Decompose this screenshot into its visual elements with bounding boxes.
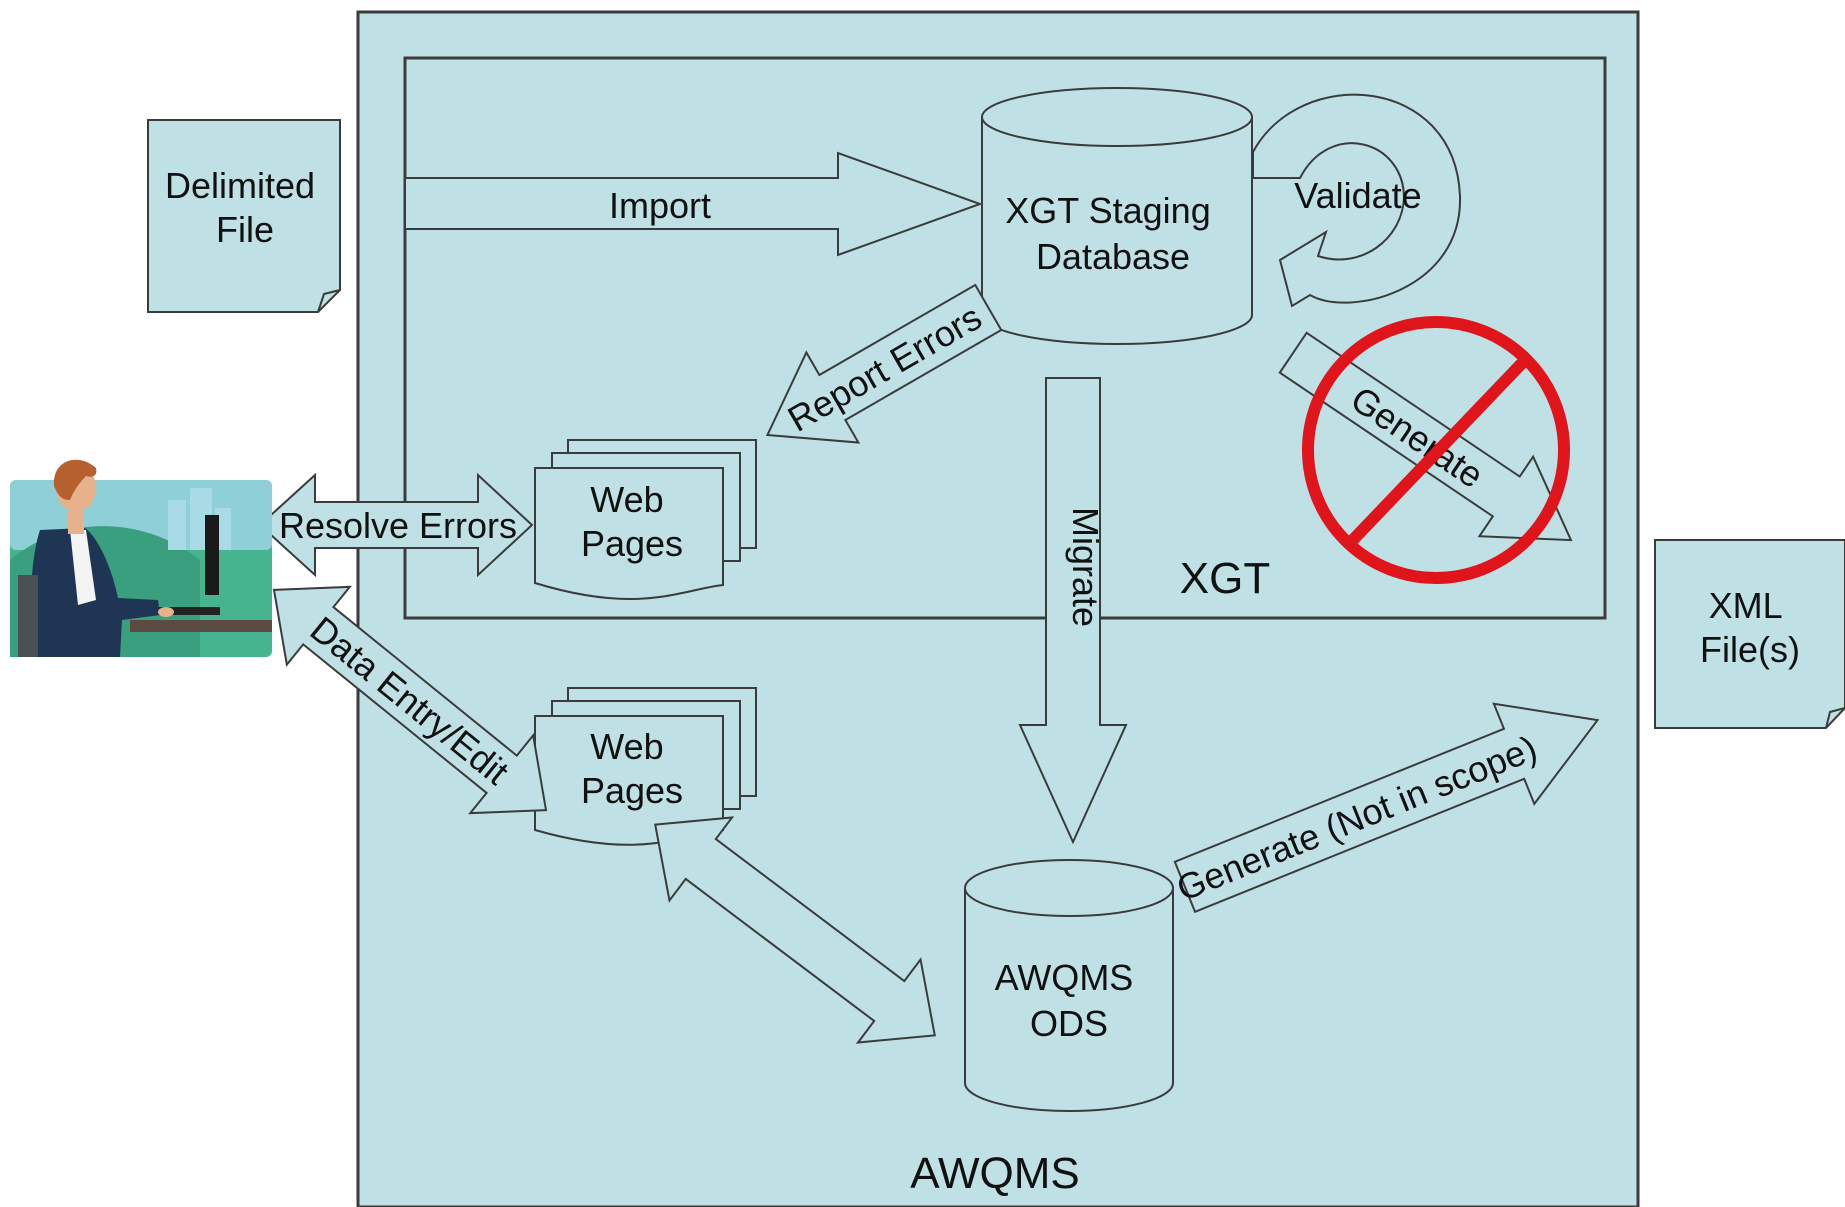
ods-label-line1: AWQMS [995,957,1134,998]
svg-text:Web Pages: Web Pages [581,479,683,564]
import-arrow: Import [404,151,983,257]
web-pages-top: Web Pages [534,439,757,600]
awqms-ods-database: AWQMS ODS [964,859,1174,1112]
web-pages-bottom: Web Pages [534,687,757,846]
svg-text:XGT Staging Database: XGT Staging Database [1005,190,1220,277]
svg-text:Delimited File: Delimited File [165,165,325,250]
import-label: Import [609,185,711,226]
web-pages-bottom-label-line1: Web [590,726,663,767]
migrate-label: Migrate [1065,507,1106,627]
xgt-label: XGT [1180,554,1270,603]
awqms-label: AWQMS [910,1149,1079,1198]
staging-db-label-line2: Database [1036,236,1190,277]
svg-text:AWQMS ODS: AWQMS ODS [995,957,1144,1044]
ods-label-line2: ODS [1030,1003,1108,1044]
web-pages-top-label-line1: Web [590,479,663,520]
validate-loop-arrow: Validate [1252,93,1462,308]
delimited-file-document: Delimited File [147,119,341,313]
web-pages-top-label-line2: Pages [581,523,683,564]
person-at-computer-icon [10,459,272,657]
web-pages-bottom-label-line2: Pages [581,770,683,811]
resolve-errors-label: Resolve Errors [279,505,517,546]
web-pages-ods-arrow [654,816,936,1044]
xgt-staging-database: XGT Staging Database [981,87,1253,345]
delimited-file-label-line1: Delimited [165,165,315,206]
resolve-errors-arrow: Resolve Errors [258,472,534,578]
staging-db-label-line1: XGT Staging [1005,190,1210,231]
xml-files-document: XML File(s) [1654,539,1845,729]
delimited-file-label-line2: File [216,209,274,250]
validate-label: Validate [1294,175,1421,216]
prohibited-icon [1302,316,1570,584]
migrate-arrow: Migrate [1018,377,1128,845]
xml-files-label-line1: XML [1709,585,1782,626]
svg-text:Web Pages: Web Pages [581,726,683,811]
xml-files-label-line2: File(s) [1700,629,1800,670]
svg-text:XML File(s): XML File(s) [1700,585,1800,670]
